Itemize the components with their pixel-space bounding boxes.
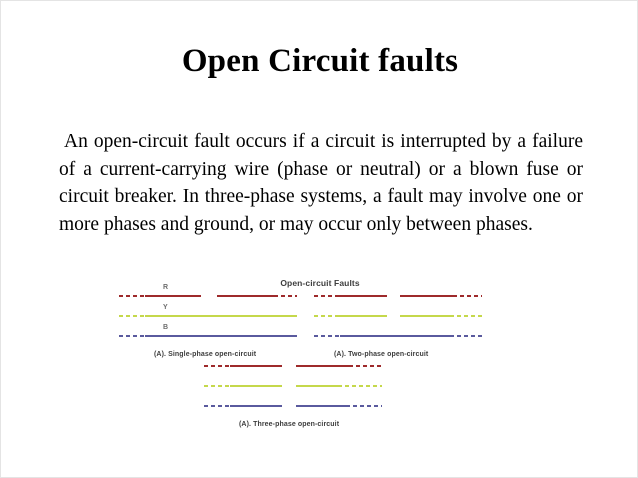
caption-two-phase: (A). Two-phase open-circuit (334, 351, 429, 358)
phase-label-b: B (163, 324, 169, 331)
phase-line-b (119, 331, 297, 341)
caption-single-phase: (A). Single-phase open-circuit (154, 351, 257, 358)
phase-r-dash-left (204, 365, 230, 368)
diagram-three-phase-open-circuit: (A). Three-phase open-circuit (204, 361, 382, 439)
diagram-two-phase-open-circuit: (A). Two-phase open-circuit (314, 291, 482, 369)
phase-y-solid-right (296, 385, 338, 388)
phase-y-solid-left (230, 385, 282, 388)
phase-y-dash-left (314, 315, 338, 318)
phase-y-dash-right (450, 315, 482, 318)
phase-y-solid-left (338, 315, 387, 318)
caption-three-phase: (A). Three-phase open-circuit (239, 421, 340, 428)
phase-y-solid (145, 315, 297, 318)
phase-b-dash-left (119, 335, 145, 338)
phase-b-solid-left (230, 405, 282, 408)
phase-y-dash-left (204, 385, 230, 388)
phase-r-solid-left (145, 295, 201, 298)
phase-label-r: R (163, 284, 169, 291)
phase-r-dash-left (314, 295, 338, 298)
phase-r-solid-right (296, 365, 349, 368)
phase-r-dash-left (119, 295, 145, 298)
phase-line-r (119, 291, 297, 301)
open-circuit-faults-figure: Open-circuit Faults R Y B (A). Single-ph… (1, 273, 637, 439)
phase-r-solid-right (217, 295, 274, 298)
phase-r-solid-left (230, 365, 282, 368)
phase-y-solid-right (400, 315, 450, 318)
phase-r-dash-right (349, 365, 382, 368)
phase-b-dash-left (314, 335, 340, 338)
phase-b-solid-right (296, 405, 346, 408)
phase-b-dash-right (450, 335, 482, 338)
phase-line-b (204, 401, 382, 411)
phase-r-dash-right (453, 295, 482, 298)
phase-r-dash-right (274, 295, 297, 298)
phase-b-solid (340, 335, 450, 338)
phase-y-dash-left (119, 315, 145, 318)
phase-label-y: Y (163, 304, 168, 311)
phase-line-b (314, 331, 482, 341)
phase-line-y (314, 311, 482, 321)
body-paragraph: An open-circuit fault occurs if a circui… (59, 131, 583, 235)
diagram-single-phase-open-circuit: R Y B (A). Single-phase open-circuit (119, 284, 297, 369)
phase-r-solid-right (400, 295, 453, 298)
phase-b-solid (145, 335, 297, 338)
phase-r-solid-left (338, 295, 387, 298)
phase-line-y (119, 311, 297, 321)
phase-b-dash-left (204, 405, 230, 408)
phase-b-dash-right (346, 405, 382, 408)
phase-line-r (314, 291, 482, 301)
phase-line-r (204, 361, 382, 371)
phase-y-dash-right (338, 385, 382, 388)
figure-heading: Open-circuit Faults (280, 278, 360, 288)
phase-line-y (204, 381, 382, 391)
page-title: Open Circuit faults (181, 43, 459, 79)
